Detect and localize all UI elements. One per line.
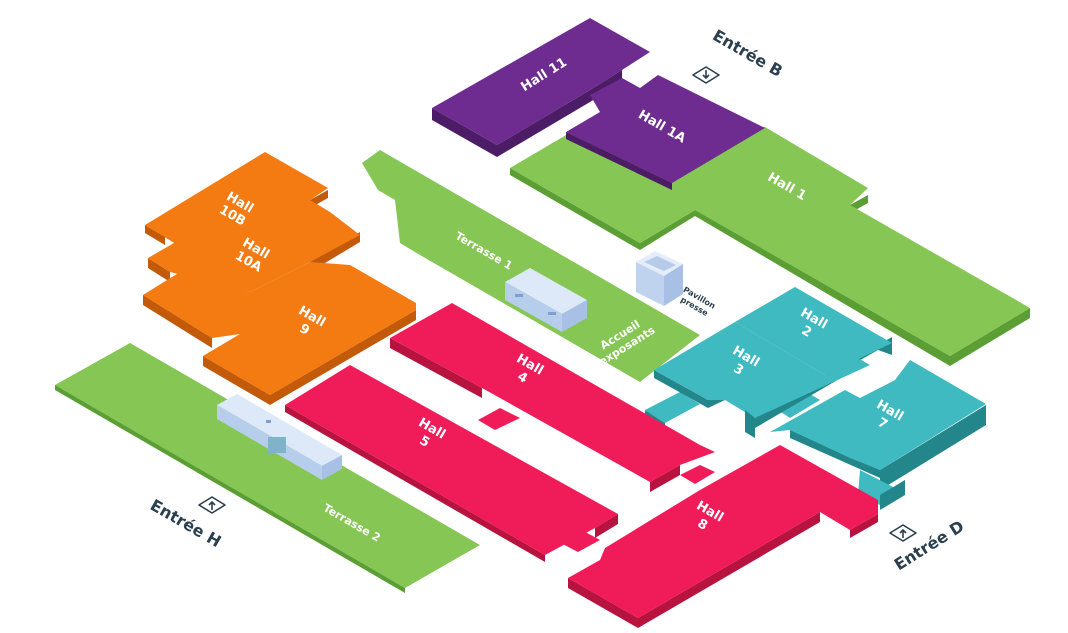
entree-d[interactable]: Entrée D bbox=[889, 517, 967, 575]
hall-3[interactable] bbox=[654, 322, 870, 438]
entry-up-icon bbox=[198, 496, 226, 514]
entree-b-label: Entrée B bbox=[710, 26, 786, 81]
hall-4[interactable] bbox=[390, 303, 715, 492]
hall-1[interactable] bbox=[510, 127, 1030, 366]
terrasse-2-building bbox=[217, 394, 342, 480]
entry-down-icon bbox=[692, 66, 720, 84]
terrasse-2-area[interactable] bbox=[55, 343, 480, 593]
hall-8[interactable] bbox=[555, 445, 878, 628]
pavillon-presse-building bbox=[636, 251, 683, 306]
hall-connector-45 bbox=[478, 408, 715, 484]
hall-7[interactable] bbox=[770, 360, 986, 510]
hall-1a[interactable] bbox=[566, 70, 765, 190]
entree-b[interactable]: Entrée B bbox=[692, 26, 786, 84]
hall-10a[interactable] bbox=[148, 212, 360, 292]
hall-5[interactable] bbox=[285, 365, 618, 562]
hall-11[interactable] bbox=[432, 18, 650, 157]
terrasse-1-area[interactable] bbox=[362, 150, 700, 382]
entry-up-icon bbox=[889, 524, 917, 542]
entree-h[interactable]: Entrée H bbox=[147, 495, 226, 551]
accueil-building bbox=[505, 268, 587, 332]
hall-9[interactable] bbox=[143, 262, 416, 405]
